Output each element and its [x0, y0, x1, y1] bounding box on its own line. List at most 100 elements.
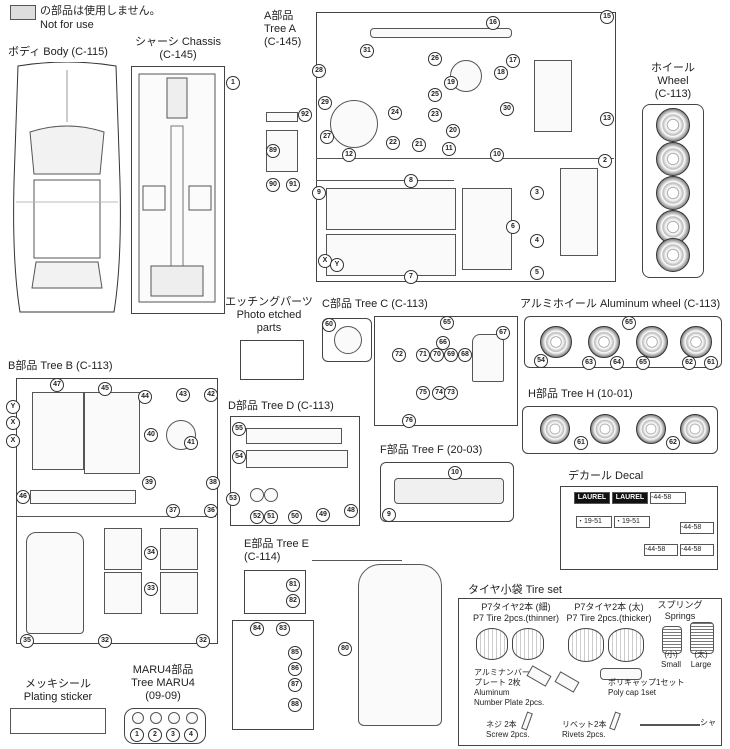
- tree-b-num-41: 41: [184, 436, 198, 450]
- tree-h-wheel-3: [636, 414, 666, 444]
- tree-b-part-45: [84, 392, 140, 474]
- not-used-jp: の部品は使用しません。: [40, 5, 161, 17]
- spring-large-jp: (太): [694, 650, 708, 659]
- spring-large-label: (太) Large: [686, 650, 716, 670]
- p7-thin-jp: P7タイヤ2本 (細): [481, 602, 551, 612]
- tree-d-part-55: [246, 428, 342, 444]
- wheel-jp: ホイール: [651, 62, 695, 74]
- tree-b-num-32: 32: [98, 634, 112, 648]
- maru4-jp: MARU4部品: [132, 664, 194, 676]
- screw-jp: ネジ 2本: [486, 720, 517, 729]
- tree-a-num-20: 20: [446, 124, 460, 138]
- tree-a-num-92: 92: [298, 108, 312, 122]
- tree-d-label: D部品 Tree D (C-113): [228, 400, 334, 412]
- tree-d-part-53b: [264, 488, 278, 502]
- tree-a-num-11: 11: [442, 142, 456, 156]
- chassis-label: シャーシ Chassis (C-145): [128, 36, 228, 62]
- spring-en: Springs: [664, 611, 696, 621]
- etched-jp: エッチングパーツ: [225, 296, 313, 308]
- maru4-en: Tree MARU4: [131, 677, 195, 689]
- alu-num-61: 61: [704, 356, 718, 370]
- tree-c-num-72: 72: [392, 348, 406, 362]
- decal-plate-4: -44-58: [680, 522, 714, 534]
- tree-b-part-35: [26, 532, 84, 634]
- tree-a-num-5: 5: [530, 266, 544, 280]
- tree-c-label: C部品 Tree C (C-113): [322, 298, 428, 310]
- chassis-code: (C-145): [159, 49, 197, 61]
- tree-a-runner-1: [316, 158, 614, 159]
- alu-wheel-3: [636, 326, 668, 358]
- alu-num-63: 63: [582, 356, 596, 370]
- decal-label: デカール Decal: [568, 470, 644, 482]
- alu-num-54: 54: [534, 354, 548, 368]
- tree-d-part-54: [246, 450, 348, 468]
- tree-d-num-50: 50: [288, 510, 302, 524]
- tree-a-num-8: 8: [404, 174, 418, 188]
- tree-b-num-35: 35: [20, 634, 34, 648]
- tree-a-num-22: 22: [386, 136, 400, 150]
- tree-c-num-60: 60: [322, 318, 336, 332]
- decal-plate-3: ・19-51: [614, 516, 650, 528]
- tree-a-part-8: [326, 188, 456, 230]
- polycap-label: ポリキャップ1セット Poly cap 1set: [608, 678, 684, 698]
- tree-b-num-42: 42: [204, 388, 218, 402]
- polycap-jp: ポリキャップ1セット: [608, 678, 685, 687]
- tree-h-num-62: 62: [666, 436, 680, 450]
- tree-a-num-9: 9: [312, 186, 326, 200]
- tree-b-num-38: 38: [206, 476, 220, 490]
- maru4-num-3: 3: [166, 728, 180, 742]
- decal-logo-2: LAUREL: [612, 492, 648, 504]
- tree-b-num-44: 44: [138, 390, 152, 404]
- p7-tire-thick-2: [608, 628, 644, 662]
- tree-c-num-75: 75: [416, 386, 430, 400]
- not-used-en: Not for use: [40, 19, 94, 31]
- tree-b-num-37: 37: [166, 504, 180, 518]
- tree-b-num-x2: X: [6, 434, 20, 448]
- tree-a-num-10: 10: [490, 148, 504, 162]
- tree-a-num-7: 7: [404, 270, 418, 284]
- decal-plate-5: -44-58: [644, 544, 678, 556]
- spring-small: [662, 626, 682, 654]
- tree-a-num-91: 91: [286, 178, 300, 192]
- alu-wheel-4: [680, 326, 712, 358]
- tree-a-num-2: 2: [598, 154, 612, 168]
- chassis-drawing: [138, 73, 216, 303]
- tree-d-num-52: 52: [250, 510, 264, 524]
- etched-label: エッチングパーツ Photo etched parts: [224, 296, 314, 335]
- tree-e-num-88: 88: [288, 698, 302, 712]
- tree-d-num-48: 48: [344, 504, 358, 518]
- etched-en2: parts: [256, 322, 282, 334]
- decal-logo-1: LAUREL: [574, 492, 610, 504]
- tree-e-num-83: 83: [276, 622, 290, 636]
- alu-plate-jp1: アルミナンバー: [474, 668, 530, 677]
- etched-en1: Photo etched: [236, 309, 302, 321]
- tree-b-runner: [16, 516, 216, 517]
- shaft-label: シャ: [700, 718, 716, 727]
- wheel-part-56: [656, 142, 690, 176]
- tree-e-num-82: 82: [286, 594, 300, 608]
- decal-plate-6: -44-58: [680, 544, 714, 556]
- maru4-part-3: [168, 712, 180, 724]
- tree-e-windshield: [358, 564, 442, 726]
- tree-c-num-70: 70: [430, 348, 444, 362]
- maru4-part-2: [150, 712, 162, 724]
- tree-d-num-55: 55: [232, 422, 246, 436]
- tree-h-wheel-4: [680, 414, 710, 444]
- tree-a-runner-2: [316, 180, 454, 181]
- tree-d-num-49: 49: [316, 508, 330, 522]
- tree-b-num-34: 34: [144, 546, 158, 560]
- maru4-part-1: [132, 712, 144, 724]
- tree-a-num-13: 13: [600, 112, 614, 126]
- tree-b-num-36: 36: [204, 504, 218, 518]
- tree-a-num-3: 3: [530, 186, 544, 200]
- spring-large-en: Large: [690, 660, 712, 669]
- tree-a-num-16: 16: [486, 16, 500, 30]
- tree-e-num-84: 84: [250, 622, 264, 636]
- tree-a-label: A部品 Tree A (C-145): [264, 10, 301, 49]
- tree-e-jp: E部品 Tree E: [244, 538, 309, 550]
- wheel-en: Wheel: [657, 75, 689, 87]
- tree-a-part-7: [326, 234, 456, 276]
- tree-a-num-31: 31: [360, 44, 374, 58]
- alu-wheel-2: [588, 326, 620, 358]
- tree-d-num-54: 54: [232, 450, 246, 464]
